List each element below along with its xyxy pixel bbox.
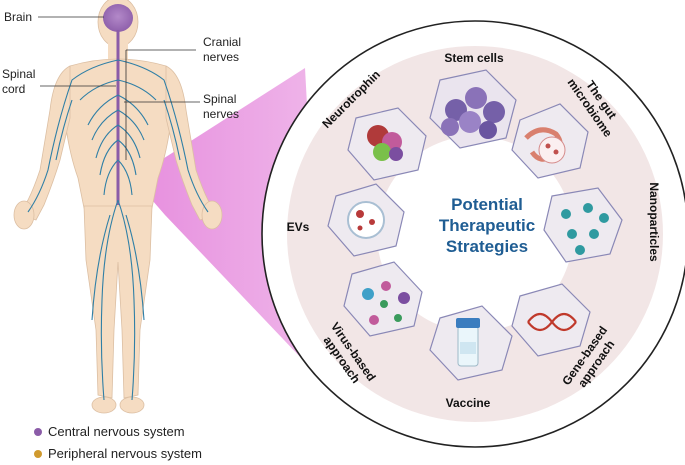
cranial-nerves-label-1: Cranial (203, 35, 241, 49)
label-stem-cells: Stem cells (444, 51, 504, 65)
legend-label-cns: Central nervous system (48, 424, 185, 439)
legend-dot-pns (34, 450, 42, 458)
tile-nanoparticles (543, 187, 623, 263)
tile-evs (327, 183, 405, 257)
label-vaccine: Vaccine (446, 396, 491, 410)
spinal-nerves-label-1: Spinal (203, 92, 236, 106)
spinal-cord-label-1: Spinal (2, 67, 35, 81)
center-title-line-3: Strategies (446, 237, 528, 256)
tile-neurotrophin (347, 107, 427, 181)
label-nanoparticles: Nanoparticles (647, 182, 661, 262)
cranial-nerves-label-2: nerves (203, 50, 239, 64)
leader-lines (38, 16, 200, 160)
tile-stem-cells (429, 69, 517, 149)
spinal-nerves-label-2: nerves (203, 107, 239, 121)
center-title-line-2: Therapeutic (439, 216, 535, 235)
brain-label: Brain (4, 10, 32, 24)
tile-gene-based (511, 283, 591, 357)
label-evs: EVs (287, 220, 310, 234)
tile-vaccine (429, 305, 513, 381)
legend-dot-cns (34, 428, 42, 436)
spinal-cord-label-2: cord (2, 82, 25, 96)
tile-virus-based (343, 261, 423, 337)
brain-shape (103, 4, 133, 32)
nerve-network (27, 30, 209, 401)
legend-label-pns: Peripheral nervous system (48, 446, 202, 461)
legend: Central nervous system Peripheral nervou… (34, 424, 202, 461)
center-title-line-1: Potential (451, 195, 523, 214)
tile-gut-microbiome (511, 103, 589, 179)
label-nanoparticles-group: Nanoparticles (647, 182, 661, 262)
